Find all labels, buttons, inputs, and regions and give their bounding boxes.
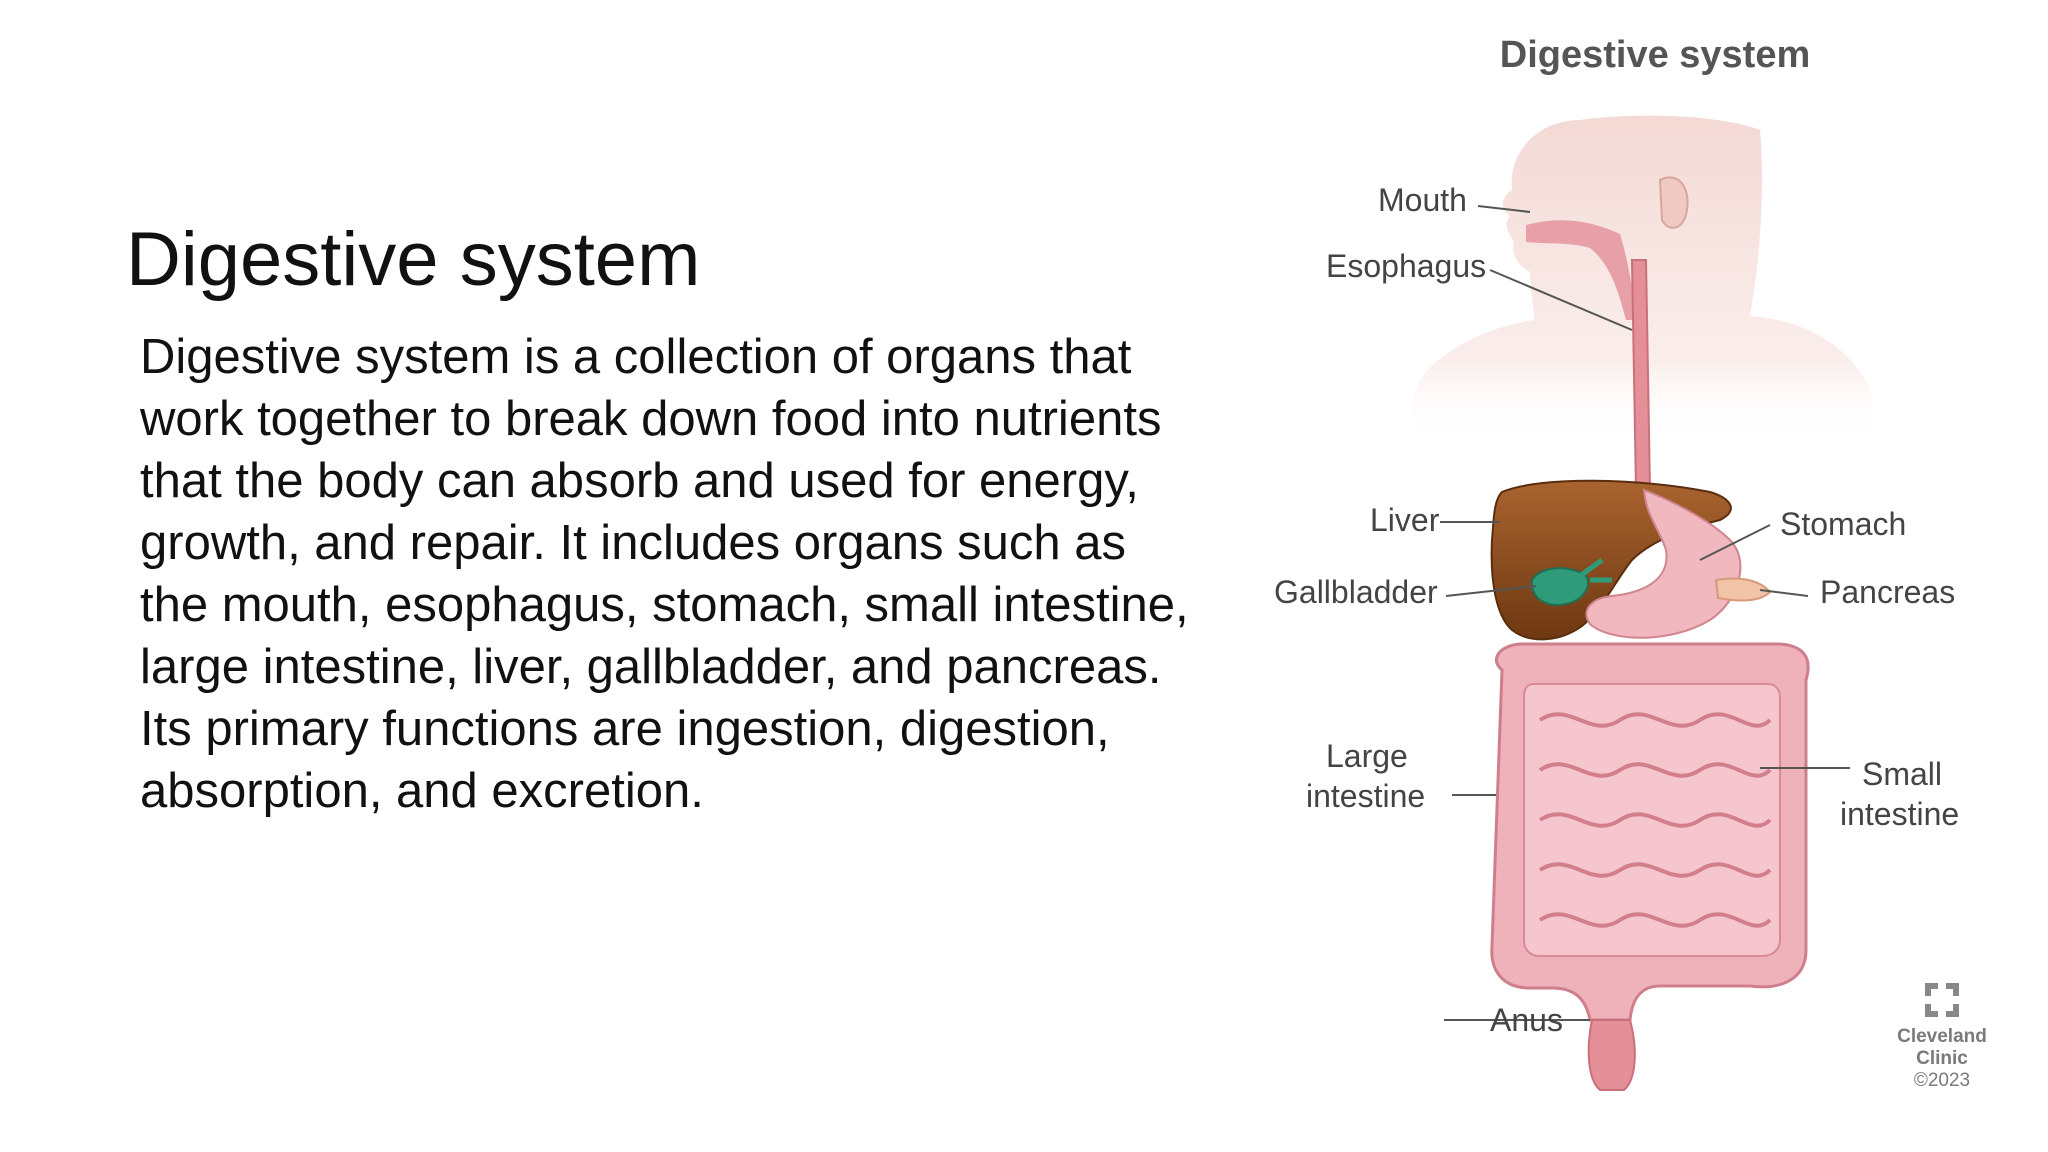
label-gallbladder: Gallbladder [1274,574,1438,610]
logo-copyright: ©2023 [1913,1070,1971,1091]
small-intestine-shape [1523,683,1781,957]
slide-body-text: Digestive system is a collection of orga… [140,330,1189,818]
bile-duct [1578,557,1612,583]
oral-cavity [1526,220,1638,320]
label-large-intestine-line1: Large [1326,738,1408,774]
logo-line1: Cleveland [1897,1026,1987,1047]
label-large-intestine-line2: intestine [1306,778,1426,814]
anatomy-drawing [1413,115,1960,1091]
label-stomach: Stomach [1780,506,1907,542]
label-mouth: Mouth [1378,182,1467,218]
label-anus: Anus [1490,1002,1563,1038]
ear [1658,176,1689,229]
small-intestine-coils [1538,712,1772,928]
logo-line2: Clinic [1916,1048,1968,1069]
esophagus-tube [1630,259,1652,491]
gallbladder-shape [1530,567,1589,606]
label-liver: Liver [1370,502,1440,538]
cleveland-clinic-logo-icon [1924,982,1960,1018]
slide-title: Digestive system [126,217,701,302]
leader-lines [1440,205,1850,1021]
figure-title: Digestive system [1499,34,1811,76]
label-small-intestine-line2: intestine [1840,796,1960,832]
rectum-shape [1587,1019,1636,1091]
label-esophagus: Esophagus [1326,248,1487,284]
label-small-intestine-line1: Small [1862,756,1943,792]
stomach-shape [1585,488,1742,639]
digestive-system-illustration: Digestive system [1240,20,2020,1120]
label-pancreas: Pancreas [1820,574,1956,610]
